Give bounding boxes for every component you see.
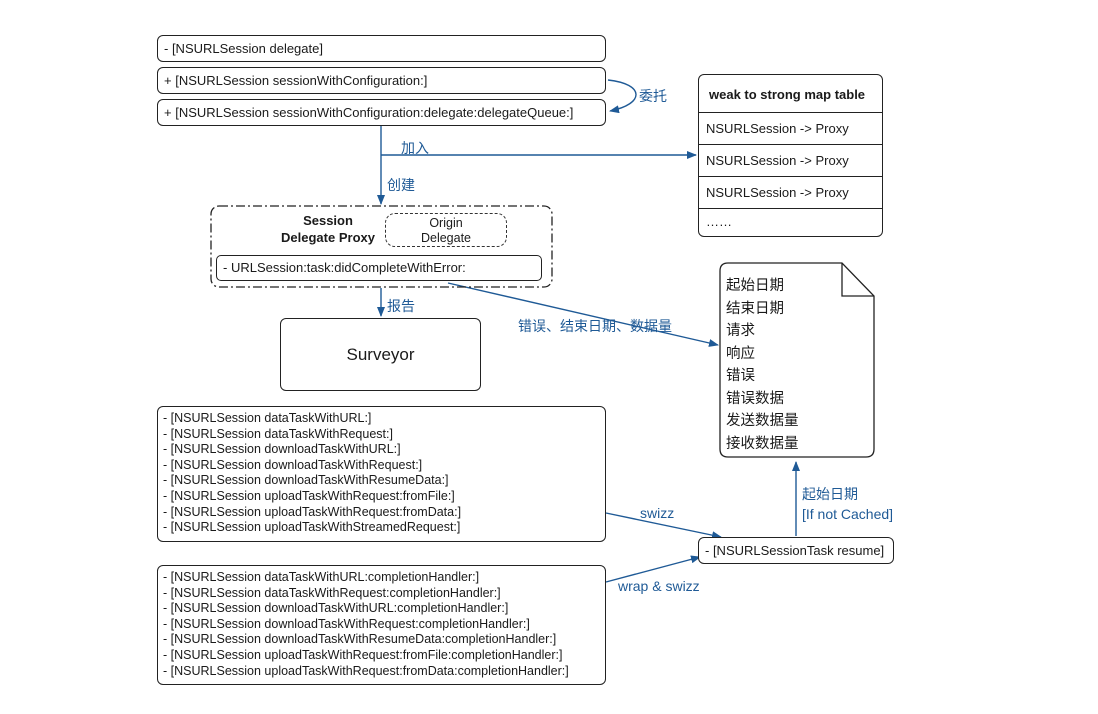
method-session-delegate: - [NSURLSession delegate]: [157, 35, 606, 62]
task-method: - [NSURLSession uploadTaskWithRequest:fr…: [163, 504, 462, 519]
map-table-title: weak to strong map table: [699, 75, 882, 113]
handler-method: - [NSURLSession downloadTaskWithURL:comp…: [163, 601, 509, 616]
task-method: - [NSURLSession uploadTaskWithStreamedRe…: [163, 520, 461, 535]
edge-label-if-not-cached: [If not Cached]: [802, 506, 894, 522]
record-doc-shape: [719, 262, 875, 458]
edge-label-delegate: 委托: [639, 88, 667, 104]
proxy-outline: [210, 205, 553, 288]
edge-wrap-swizz: [605, 555, 701, 583]
edge-label-report: 报告: [387, 298, 415, 314]
edge-label-create: 创建: [387, 177, 415, 193]
edge-label-add: 加入: [401, 140, 429, 156]
edge-label-swizz: swizz: [640, 505, 675, 521]
edge-delegate: [607, 79, 637, 114]
map-table-row: NSURLSession -> Proxy: [699, 177, 882, 209]
map-table-row: ……: [706, 214, 732, 229]
method-session-with-config: + [NSURLSession sessionWithConfiguration…: [157, 67, 606, 94]
session-delegate-proxy: Session Delegate Proxy Origin Delegate -…: [211, 206, 552, 287]
task-method: - [NSURLSession downloadTaskWithRequest:…: [163, 457, 423, 472]
record-field: 错误数据: [726, 390, 784, 407]
handler-method: - [NSURLSession uploadTaskWithRequest:fr…: [163, 663, 569, 678]
map-table-row: NSURLSession -> Proxy: [699, 113, 882, 145]
task-method: - [NSURLSession uploadTaskWithRequest:fr…: [163, 488, 455, 503]
task-method: - [NSURLSession downloadTaskWithResumeDa…: [163, 473, 449, 488]
edge-error: [447, 282, 719, 347]
record-field: 接收数据量: [726, 435, 799, 452]
edge-label-wrap-swizz: wrap & swizz: [618, 578, 700, 594]
task-resume-box: - [NSURLSessionTask resume]: [698, 537, 894, 564]
task-method: - [NSURLSession dataTaskWithURL:]: [163, 411, 372, 425]
record-field: 起始日期: [726, 278, 784, 294]
task-method: - [NSURLSession downloadTaskWithURL:]: [163, 442, 401, 457]
handler-method: - [NSURLSession dataTaskWithURL:completi…: [163, 570, 480, 584]
proxy-title-line2: Delegate Proxy: [281, 230, 375, 245]
record-doc-fields: 起始日期 结束日期 请求 响应 错误 错误数据 发送数据量 接收数据量: [726, 275, 799, 455]
method-session-delegate-label: - [NSURLSession delegate]: [164, 41, 323, 56]
origin-delegate-line2: Delegate: [420, 231, 472, 245]
origin-delegate-line1: Origin: [429, 216, 463, 230]
edge-label-error: 错误、结束日期、数据量: [518, 318, 672, 334]
map-table-row: NSURLSession -> Proxy: [699, 145, 882, 177]
proxy-title-line1: Session: [303, 213, 353, 228]
origin-delegate-box: Origin Delegate: [385, 213, 507, 247]
method-session-with-config-label: + [NSURLSession sessionWithConfiguration…: [164, 73, 428, 88]
record-field: 错误: [726, 368, 755, 384]
record-field: 响应: [726, 345, 755, 362]
handler-method: - [NSURLSession uploadTaskWithRequest:fr…: [163, 647, 563, 662]
surveyor-box: Surveyor: [280, 318, 481, 391]
task-resume-label: - [NSURLSessionTask resume]: [705, 543, 885, 558]
handler-method: - [NSURLSession downloadTaskWithRequest:…: [163, 616, 530, 631]
handler-method: - [NSURLSession downloadTaskWithResumeDa…: [163, 632, 557, 647]
record-field: 结束日期: [726, 300, 784, 317]
handler-methods-box: - [NSURLSession dataTaskWithURL:completi…: [157, 565, 606, 685]
edge-swizz: [605, 512, 722, 540]
task-method: - [NSURLSession dataTaskWithRequest:]: [163, 426, 393, 441]
did-complete-callback: - URLSession:task:didCompleteWithError:: [216, 255, 542, 281]
proxy-title: Session Delegate Proxy: [273, 212, 383, 246]
record-field: 发送数据量: [726, 413, 799, 429]
handler-method: - [NSURLSession dataTaskWithRequest:comp…: [163, 585, 501, 600]
record-field: 请求: [726, 323, 755, 339]
surveyor-label: Surveyor: [346, 344, 415, 364]
method-session-with-config-delegate-label: + [NSURLSession sessionWithConfiguration…: [164, 105, 574, 120]
edge-label-start-date: 起始日期: [802, 486, 858, 502]
method-session-with-config-delegate: + [NSURLSession sessionWithConfiguration…: [157, 99, 606, 126]
task-methods-box: - [NSURLSession dataTaskWithURL:] - [NSU…: [157, 406, 606, 542]
map-table: weak to strong map table NSURLSession ->…: [698, 74, 883, 237]
record-doc-fold: [841, 263, 874, 297]
